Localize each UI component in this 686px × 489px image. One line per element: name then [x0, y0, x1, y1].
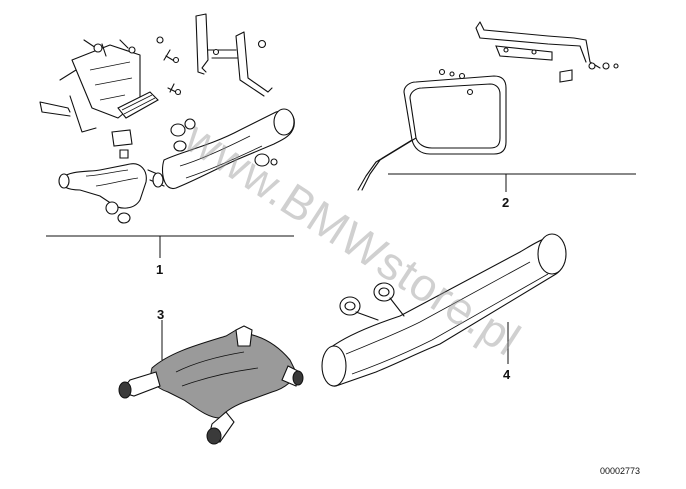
- callout-4: 4: [503, 367, 511, 382]
- part-group-1-assembly: [39, 13, 295, 258]
- callout-2: 2: [502, 195, 510, 210]
- part-group-2-bracket: [357, 21, 636, 192]
- diagram-id: 00002773: [600, 466, 641, 476]
- part-group-4-silencer: [321, 233, 567, 387]
- callout-3: 3: [157, 307, 165, 322]
- callout-1: 1: [156, 262, 164, 277]
- part-group-3-collector: [118, 320, 304, 445]
